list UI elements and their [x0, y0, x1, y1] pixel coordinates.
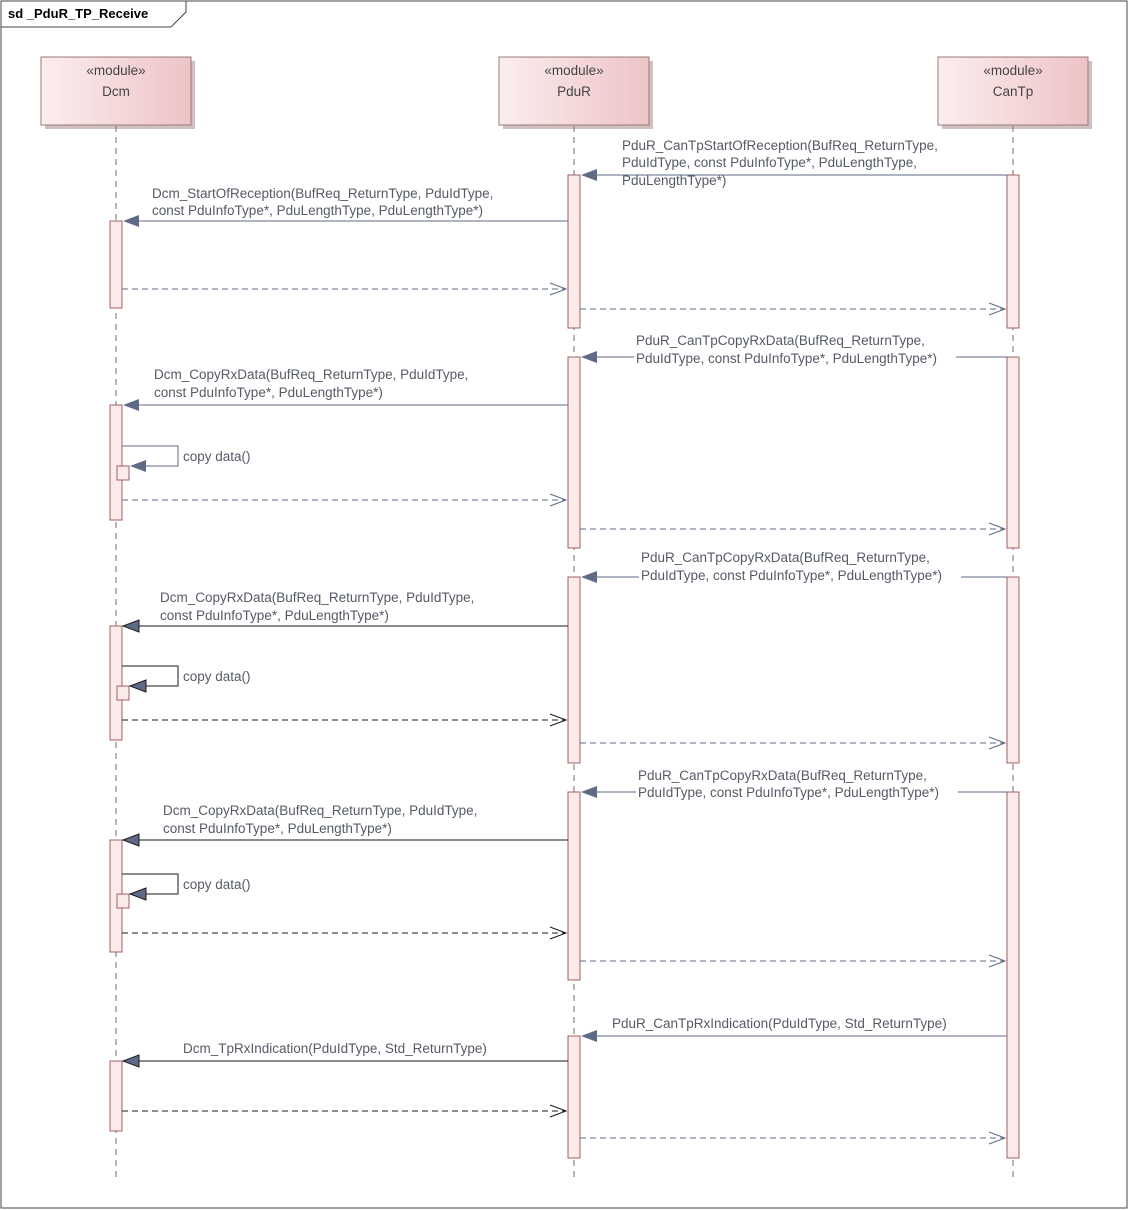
message-pdur-cantp-copy-rx-data[interactable]: PduR_CanTpCopyRxData(BufReq_ReturnType, …: [581, 768, 1007, 800]
lifeline-dcm[interactable]: «module» Dcm: [40, 56, 195, 129]
activation-bar: [116, 893, 130, 909]
return-message: [122, 713, 568, 727]
return-message: [580, 522, 1007, 536]
lifeline-stereotype: «module»: [544, 63, 603, 78]
activation-bar: [567, 356, 581, 549]
message-label: copy data(): [183, 449, 251, 464]
message-label: PduR_CanTpRxIndication(PduIdType, Std_Re…: [612, 1016, 947, 1031]
activation-bar: [567, 576, 581, 764]
lifeline-pdur[interactable]: «module» PduR: [498, 56, 653, 129]
activation-bar: [567, 174, 581, 329]
activation-bar: [116, 685, 130, 701]
return-message: [122, 493, 568, 507]
message-label: Dcm_CopyRxData(BufReq_ReturnType, PduIdT…: [163, 803, 481, 836]
message-dcm-copy-rx-data[interactable]: Dcm_CopyRxData(BufReq_ReturnType, PduIdT…: [121, 803, 568, 847]
message-pdur-cantp-start-of-reception[interactable]: PduR_CanTpStartOfReception(BufReq_Return…: [581, 136, 1007, 188]
message-dcm-copy-rx-data[interactable]: Dcm_CopyRxData(BufReq_ReturnType, PduIdT…: [121, 590, 568, 633]
lifeline-stereotype: «module»: [983, 63, 1042, 78]
message-label: Dcm_CopyRxData(BufReq_ReturnType, PduIdT…: [160, 590, 478, 623]
activation-bar: [116, 465, 130, 481]
activation-bar: [109, 404, 123, 521]
message-label: copy data(): [183, 669, 251, 684]
message-label: PduR_CanTpCopyRxData(BufReq_ReturnType, …: [636, 333, 937, 366]
activation-bar: [567, 1035, 581, 1159]
message-label: Dcm_CopyRxData(BufReq_ReturnType, PduIdT…: [154, 367, 472, 400]
message-dcm-tp-rx-indication[interactable]: Dcm_TpRxIndication(PduIdType, Std_Return…: [121, 1041, 568, 1068]
return-message: [122, 282, 568, 296]
message-label: copy data(): [183, 877, 251, 892]
message-pdur-cantp-copy-rx-data[interactable]: PduR_CanTpCopyRxData(BufReq_ReturnType, …: [581, 333, 1007, 366]
message-label: PduR_CanTpCopyRxData(BufReq_ReturnType, …: [641, 550, 942, 583]
message-label: Dcm_TpRxIndication(PduIdType, Std_Return…: [183, 1041, 487, 1056]
activations: [109, 174, 1020, 1159]
message-copy-data-self-call[interactable]: copy data(): [122, 665, 251, 693]
return-message: [580, 736, 1007, 750]
lifeline-name: CanTp: [993, 84, 1034, 99]
activation-bar: [109, 625, 123, 741]
message-copy-data-self-call[interactable]: copy data(): [122, 873, 251, 901]
activation-bar: [109, 1060, 123, 1132]
lifeline-cantp[interactable]: «module» CanTp: [937, 56, 1092, 129]
message-label: Dcm_StartOfReception(BufReq_ReturnType, …: [152, 186, 497, 218]
message-pdur-cantp-rx-indication[interactable]: PduR_CanTpRxIndication(PduIdType, Std_Re…: [581, 1016, 1007, 1042]
frame-title: sd _PduR_TP_Receive: [8, 6, 148, 21]
return-message: [122, 926, 568, 940]
lifeline-name: Dcm: [102, 84, 130, 99]
message-dcm-copy-rx-data[interactable]: Dcm_CopyRxData(BufReq_ReturnType, PduIdT…: [123, 367, 568, 411]
lifeline-stereotype: «module»: [86, 63, 145, 78]
return-message: [122, 1104, 568, 1118]
activation-bar: [109, 220, 123, 309]
return-message: [580, 1131, 1007, 1145]
message-label: PduR_CanTpStartOfReception(BufReq_Return…: [622, 138, 942, 188]
message-label: PduR_CanTpCopyRxData(BufReq_ReturnType, …: [638, 768, 939, 800]
activation-bar: [1006, 174, 1020, 329]
lifeline-name: PduR: [557, 84, 591, 99]
activation-bar: [1006, 791, 1020, 1159]
message-dcm-start-of-reception[interactable]: Dcm_StartOfReception(BufReq_ReturnType, …: [123, 186, 568, 227]
return-message: [580, 302, 1007, 316]
activation-bar: [567, 791, 581, 981]
message-copy-data-self-call[interactable]: copy data(): [122, 445, 251, 472]
activation-bar: [1006, 576, 1020, 764]
activation-bar: [1006, 356, 1020, 549]
return-message: [580, 954, 1007, 968]
message-pdur-cantp-copy-rx-data[interactable]: PduR_CanTpCopyRxData(BufReq_ReturnType, …: [581, 550, 1007, 584]
